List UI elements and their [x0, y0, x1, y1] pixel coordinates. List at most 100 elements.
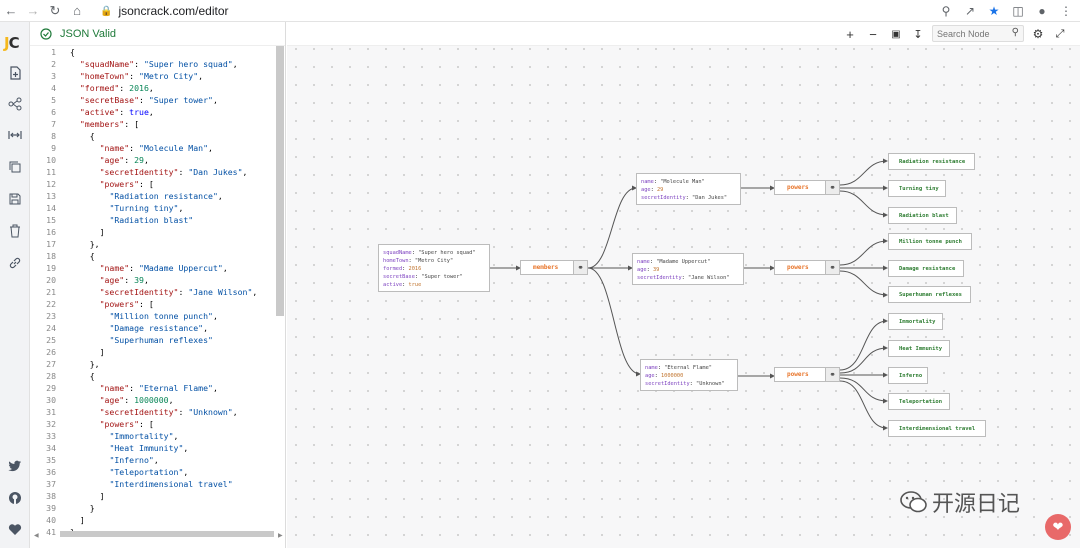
code-line[interactable]: }, [70, 359, 100, 369]
power-leaf-node[interactable]: Immortality [888, 313, 943, 330]
expand-collapse-icon[interactable] [6, 126, 24, 144]
settings-gear-icon[interactable]: ⚙ [1032, 27, 1044, 41]
code-line[interactable]: { [70, 47, 75, 57]
code-line[interactable]: "Superhuman reflexes" [109, 335, 213, 345]
root-object-node[interactable]: squadName: "Super hero squad"homeTown: "… [378, 244, 490, 292]
zoom-in-icon[interactable]: + [846, 26, 854, 42]
power-leaf-node[interactable]: Teleportation [888, 393, 950, 410]
code-line[interactable]: "powers": [ [99, 179, 154, 189]
power-leaf-node[interactable]: Radiation blast [888, 207, 957, 224]
power-leaf-node[interactable]: Interdimensional travel [888, 420, 986, 437]
code-line[interactable]: ] [70, 491, 105, 501]
code-line[interactable]: "name": "Madame Uppercut", [99, 263, 228, 273]
code-line[interactable]: "Teleportation", [109, 467, 189, 477]
vertical-scrollbar[interactable] [276, 46, 284, 316]
code-line[interactable]: "name": "Eternal Flame", [99, 383, 218, 393]
code-line[interactable]: ] [70, 227, 105, 237]
save-icon[interactable] [6, 190, 24, 208]
code-line[interactable]: "secretIdentity": "Unknown", [99, 407, 238, 417]
power-leaf-node[interactable]: Superhuman reflexes [888, 286, 971, 303]
home-icon[interactable]: ⌂ [73, 3, 81, 18]
forward-icon[interactable]: → [26, 3, 40, 18]
horizontal-scrollbar[interactable] [60, 531, 274, 537]
code-line[interactable]: "Million tonne punch", [109, 311, 218, 321]
link-icon[interactable] [6, 254, 24, 272]
address-bar[interactable]: 🔒 jsoncrack.com/editor [100, 2, 920, 20]
powers-array-node[interactable]: powers ⚭ [774, 180, 840, 195]
code-line[interactable]: "secretBase": "Super tower", [79, 95, 218, 105]
reload-icon[interactable]: ↻ [49, 2, 61, 18]
code-line[interactable]: "powers": [ [99, 419, 154, 429]
download-icon[interactable]: ↧ [913, 28, 923, 41]
code-line[interactable]: "homeTown": "Metro City", [79, 71, 204, 81]
code-line[interactable]: "age": 1000000, [99, 395, 174, 405]
code-line[interactable]: "Inferno", [109, 455, 159, 465]
code-line[interactable]: "age": 29, [99, 155, 149, 165]
delete-icon[interactable] [6, 222, 24, 240]
power-leaf-node[interactable]: Million tonne punch [888, 233, 972, 250]
twitter-icon[interactable] [6, 457, 24, 475]
code-line[interactable]: ] [70, 347, 105, 357]
code-line[interactable]: "Immortality", [109, 431, 179, 441]
code-line[interactable]: "powers": [ [99, 299, 154, 309]
code-line[interactable]: "formed": 2016, [79, 83, 154, 93]
collapse-link-icon[interactable]: ⚭ [573, 261, 587, 274]
zoom-icon[interactable]: ⚲ [941, 4, 951, 18]
code-line[interactable]: { [70, 251, 95, 261]
code-line[interactable]: "squadName": "Super hero squad", [79, 59, 238, 69]
power-leaf-node[interactable]: Inferno [888, 367, 928, 384]
code-line[interactable]: } [70, 503, 95, 513]
copy-icon[interactable] [6, 158, 24, 176]
bookmark-star-icon[interactable]: ★ [988, 4, 1000, 18]
code-line[interactable]: "secretIdentity": "Dan Jukes", [99, 167, 248, 177]
code-line[interactable]: "Interdimensional travel" [109, 479, 233, 489]
code-line[interactable]: { [70, 131, 95, 141]
scroll-right-arrow-icon[interactable]: ▶ [278, 533, 283, 539]
code-line[interactable]: "name": "Molecule Man", [99, 143, 213, 153]
code-line[interactable]: }, [70, 239, 100, 249]
search-node-input[interactable] [937, 28, 1007, 39]
code-line[interactable]: "Damage resistance", [109, 323, 209, 333]
code-line[interactable]: "Heat Immunity", [109, 443, 189, 453]
jsoncrack-logo[interactable]: JC [4, 34, 20, 52]
github-icon[interactable] [6, 489, 24, 507]
collapse-link-icon[interactable]: ⚭ [825, 368, 839, 381]
search-node-box[interactable]: ⚲ [932, 25, 1024, 42]
heart-sponsor-icon[interactable] [6, 521, 24, 539]
code-line[interactable]: ] [70, 515, 85, 525]
code-line[interactable]: "Turning tiny", [109, 203, 184, 213]
focus-icon[interactable]: ▣ [891, 28, 901, 40]
new-file-icon[interactable] [6, 64, 24, 82]
power-leaf-node[interactable]: Heat Immunity [888, 340, 950, 357]
graph-layout-icon[interactable] [6, 95, 24, 113]
profile-avatar-icon[interactable]: ● [1038, 4, 1046, 18]
power-leaf-node[interactable]: Damage resistance [888, 260, 964, 277]
code-line[interactable]: "members": [ [79, 119, 140, 129]
back-icon[interactable]: ← [4, 3, 18, 18]
members-array-node[interactable]: members ⚭ [520, 260, 588, 275]
zoom-out-icon[interactable]: − [869, 26, 877, 42]
code-line[interactable]: { [70, 371, 95, 381]
power-leaf-node[interactable]: Radiation resistance [888, 153, 975, 170]
code-line[interactable]: "age": 39, [99, 275, 149, 285]
scroll-left-arrow-icon[interactable]: ◀ [34, 533, 39, 539]
code-line[interactable]: "secretIdentity": "Jane Wilson", [99, 287, 258, 297]
favorite-heart-button[interactable]: ❤ [1045, 514, 1071, 540]
share-icon[interactable]: ↗ [964, 4, 976, 18]
collapse-link-icon[interactable]: ⚭ [825, 261, 839, 274]
fullscreen-icon[interactable]: ⤢ [1055, 27, 1065, 40]
graph-canvas[interactable] [287, 22, 1080, 548]
collapse-link-icon[interactable]: ⚭ [825, 181, 839, 194]
powers-array-node[interactable]: powers ⚭ [774, 260, 840, 275]
power-leaf-node[interactable]: Turning tiny [888, 180, 946, 197]
code-line[interactable]: "Radiation blast" [109, 215, 194, 225]
browser-menu-icon[interactable]: ⋮ [1060, 4, 1072, 18]
code-area[interactable]: { "squadName": "Super hero squad", "home… [70, 46, 257, 538]
code-line[interactable]: "active": true, [79, 107, 154, 117]
side-panel-icon[interactable]: ◫ [1012, 4, 1024, 18]
code-line[interactable]: "Radiation resistance", [109, 191, 223, 201]
powers-array-node[interactable]: powers ⚭ [774, 367, 840, 382]
